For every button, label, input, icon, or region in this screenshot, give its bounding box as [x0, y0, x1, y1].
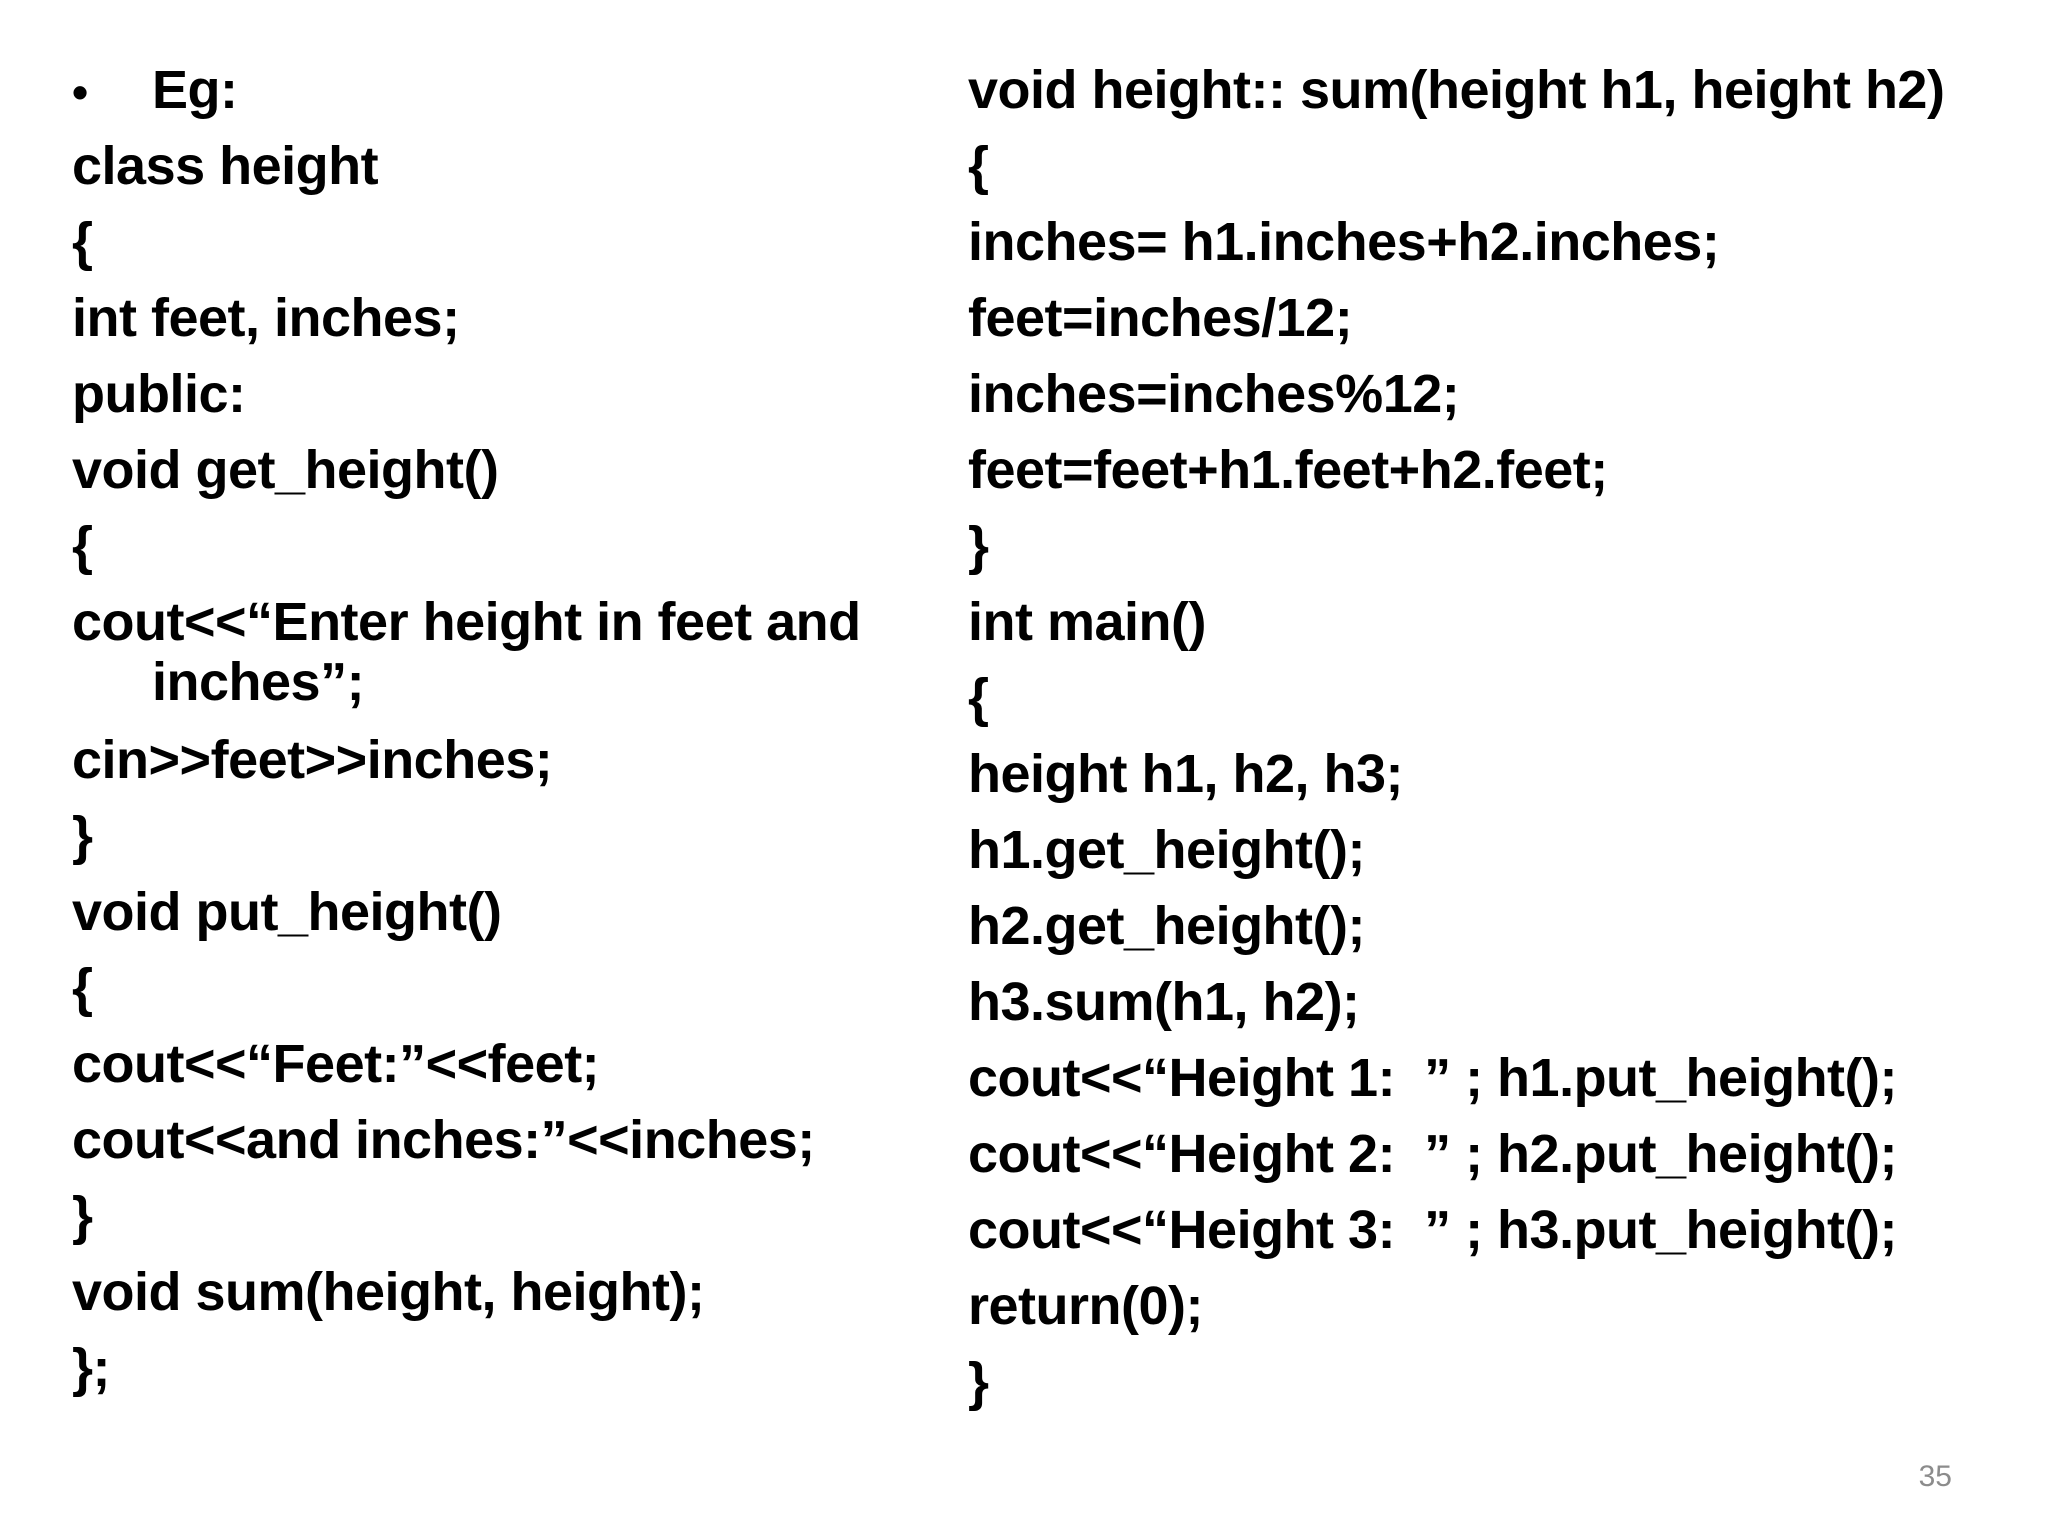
code-line: } — [72, 806, 93, 866]
code-line: } — [72, 1186, 93, 1246]
bullet-icon: • — [72, 66, 88, 118]
code-line: class height — [72, 136, 379, 196]
example-heading-label: Eg: — [152, 60, 238, 120]
code-line: h1.get_height(); — [968, 820, 1365, 880]
code-line: cout<<“Feet:”<<feet; — [72, 1034, 600, 1094]
left-code-column: • Eg: class height { int feet, inches; p… — [72, 52, 952, 1406]
code-line-wrapped-continuation: inches”; — [152, 652, 365, 712]
code-line-wrapped-start: cout<<“Enter height in feet and — [72, 592, 861, 652]
code-line: } — [968, 1352, 989, 1412]
code-line: void put_height() — [72, 882, 502, 942]
code-line: { — [968, 136, 989, 196]
code-line: h3.sum(h1, h2); — [968, 972, 1360, 1032]
code-line: void sum(height, height); — [72, 1262, 705, 1322]
example-heading: • Eg: — [72, 52, 952, 128]
code-line: { — [968, 668, 989, 728]
code-line: inches= h1.inches+h2.inches; — [968, 212, 1720, 272]
code-line: cin>>feet>>inches; — [72, 730, 553, 790]
code-line: public: — [72, 364, 246, 424]
code-line: h2.get_height(); — [968, 896, 1365, 956]
code-line: cout<<“Height 2: ” ; h2.put_height(); — [968, 1124, 1897, 1184]
code-line: feet=inches/12; — [968, 288, 1353, 348]
code-line: return(0); — [968, 1276, 1204, 1336]
code-line: inches=inches%12; — [968, 364, 1460, 424]
right-code-column: void height:: sum(height h1, height h2) … — [968, 52, 2028, 1420]
code-line: } — [968, 516, 989, 576]
code-line: int feet, inches; — [72, 288, 460, 348]
code-line: { — [72, 516, 93, 576]
code-line: }; — [72, 1338, 111, 1398]
code-line: { — [72, 958, 93, 1018]
code-line: cout<<“Height 1: ” ; h1.put_height(); — [968, 1048, 1897, 1108]
code-line: { — [72, 212, 93, 272]
code-line: feet=feet+h1.feet+h2.feet; — [968, 440, 1608, 500]
code-line: void get_height() — [72, 440, 499, 500]
code-line: cout<<“Height 3: ” ; h3.put_height(); — [968, 1200, 1897, 1260]
code-line: height h1, h2, h3; — [968, 744, 1404, 804]
code-line: int main() — [968, 592, 1206, 652]
code-line: cout<<and inches:”<<inches; — [72, 1110, 815, 1170]
page-number: 35 — [1918, 1460, 1952, 1493]
code-line: void height:: sum(height h1, height h2) — [968, 60, 1945, 120]
